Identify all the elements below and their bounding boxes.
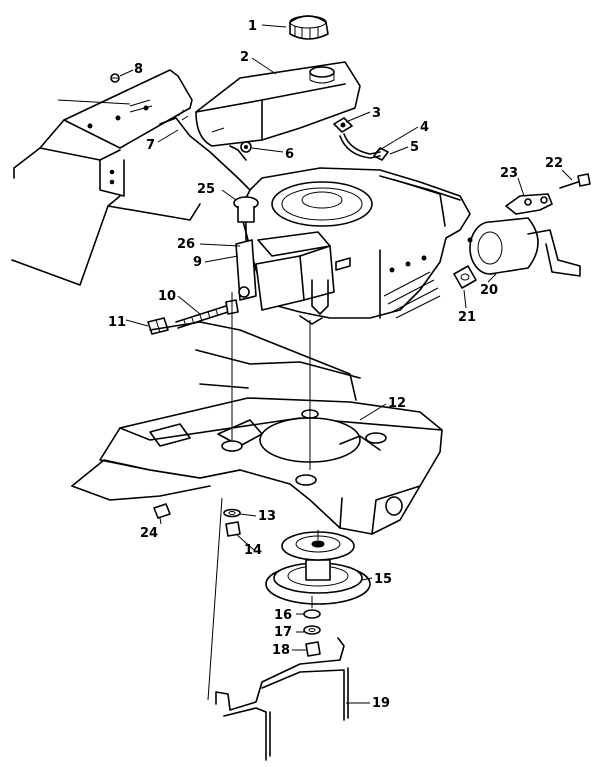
part-14-bolt bbox=[225, 521, 241, 537]
callout-17: 17 bbox=[274, 625, 292, 640]
part-9-control-bracket bbox=[235, 239, 257, 301]
part-4-fuel-line bbox=[339, 133, 381, 159]
part-22-screw bbox=[559, 173, 591, 189]
callout-25: 25 bbox=[197, 182, 215, 197]
callout-7: 7 bbox=[146, 138, 155, 153]
callout-21: 21 bbox=[458, 310, 476, 325]
engine bbox=[239, 167, 471, 325]
part-20-muffler bbox=[467, 217, 581, 277]
part-15-pulley bbox=[265, 531, 371, 605]
callout-11: 11 bbox=[108, 315, 126, 330]
callout-26: 26 bbox=[177, 237, 195, 252]
callout-24: 24 bbox=[140, 526, 158, 541]
part-5-hose-clamp bbox=[373, 147, 389, 161]
part-11-nut bbox=[147, 317, 169, 335]
part-17-washer bbox=[303, 625, 321, 635]
callout-18: 18 bbox=[272, 643, 290, 658]
callout-1: 1 bbox=[248, 19, 257, 34]
part-23-muffler-bracket bbox=[505, 193, 553, 215]
part-8-screw bbox=[110, 73, 120, 83]
part-16-washer bbox=[303, 609, 321, 619]
part-2-fuel-tank bbox=[195, 61, 361, 147]
part-21-gasket bbox=[453, 265, 477, 289]
callout-14: 14 bbox=[244, 543, 262, 558]
callout-6: 6 bbox=[285, 147, 294, 162]
callout-23: 23 bbox=[500, 166, 518, 181]
callout-10: 10 bbox=[158, 289, 176, 304]
callout-labels: 1 2 3 4 5 6 7 8 9 10 11 12 13 14 15 16 1… bbox=[108, 19, 563, 711]
part-6-cable-bracket bbox=[229, 141, 252, 161]
callout-3: 3 bbox=[372, 106, 381, 121]
callout-16: 16 bbox=[274, 608, 292, 623]
part-12-frame-deck bbox=[71, 321, 443, 535]
callout-9: 9 bbox=[193, 255, 202, 270]
alignment-lines bbox=[207, 292, 319, 701]
dash-panel bbox=[11, 69, 201, 286]
callout-20: 20 bbox=[480, 283, 498, 298]
part-19-belt-guide bbox=[215, 637, 349, 761]
callout-4: 4 bbox=[420, 120, 429, 135]
part-18-bolt bbox=[305, 641, 321, 657]
callout-15: 15 bbox=[374, 572, 392, 587]
callout-8: 8 bbox=[134, 62, 143, 77]
callout-22: 22 bbox=[545, 156, 563, 171]
callout-13: 13 bbox=[258, 509, 276, 524]
part-13-washer bbox=[223, 508, 241, 518]
callout-5: 5 bbox=[410, 140, 419, 155]
leader-lines bbox=[57, 24, 573, 704]
callout-2: 2 bbox=[240, 50, 249, 65]
callout-19: 19 bbox=[372, 696, 390, 711]
callout-12: 12 bbox=[388, 396, 406, 411]
part-1-fuel-cap bbox=[289, 15, 329, 40]
part-24-bolt bbox=[153, 503, 171, 519]
